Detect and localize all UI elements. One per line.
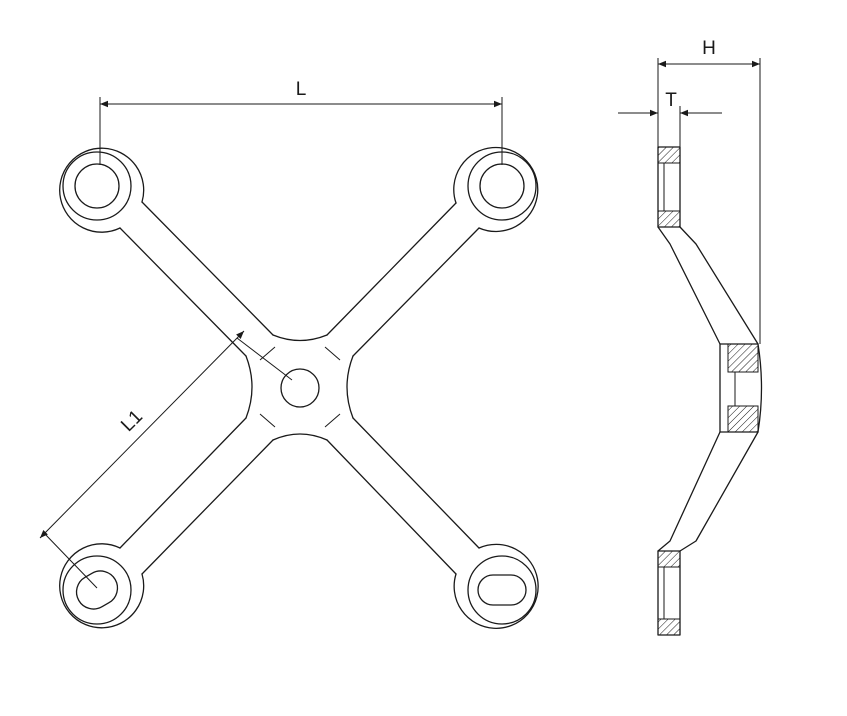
height-label: H (702, 38, 716, 59)
side-bottom-plate (657, 550, 681, 636)
slotted-hole (75, 570, 119, 610)
spider-arms (119, 201, 480, 575)
dimension-length: L (99, 79, 503, 165)
eye-bottom-right (453, 543, 539, 629)
side-body (657, 226, 763, 552)
thickness-label: T (665, 90, 677, 111)
dimension-height: H (657, 38, 761, 344)
arm-length-label: L1 (117, 406, 147, 436)
eye-top-right (453, 146, 539, 233)
central-hub (245, 334, 354, 441)
slotted-hole (477, 574, 527, 606)
dimension-thickness: T (618, 90, 722, 147)
center-bolt-hole (280, 368, 320, 408)
side-top-plate (657, 146, 681, 228)
side-view: H T (618, 38, 763, 636)
eye-top-left (59, 147, 145, 233)
side-center-boss (727, 343, 759, 433)
length-label: L (296, 79, 307, 100)
eye-bottom-left (59, 543, 145, 629)
front-view: L L1 (39, 79, 539, 629)
